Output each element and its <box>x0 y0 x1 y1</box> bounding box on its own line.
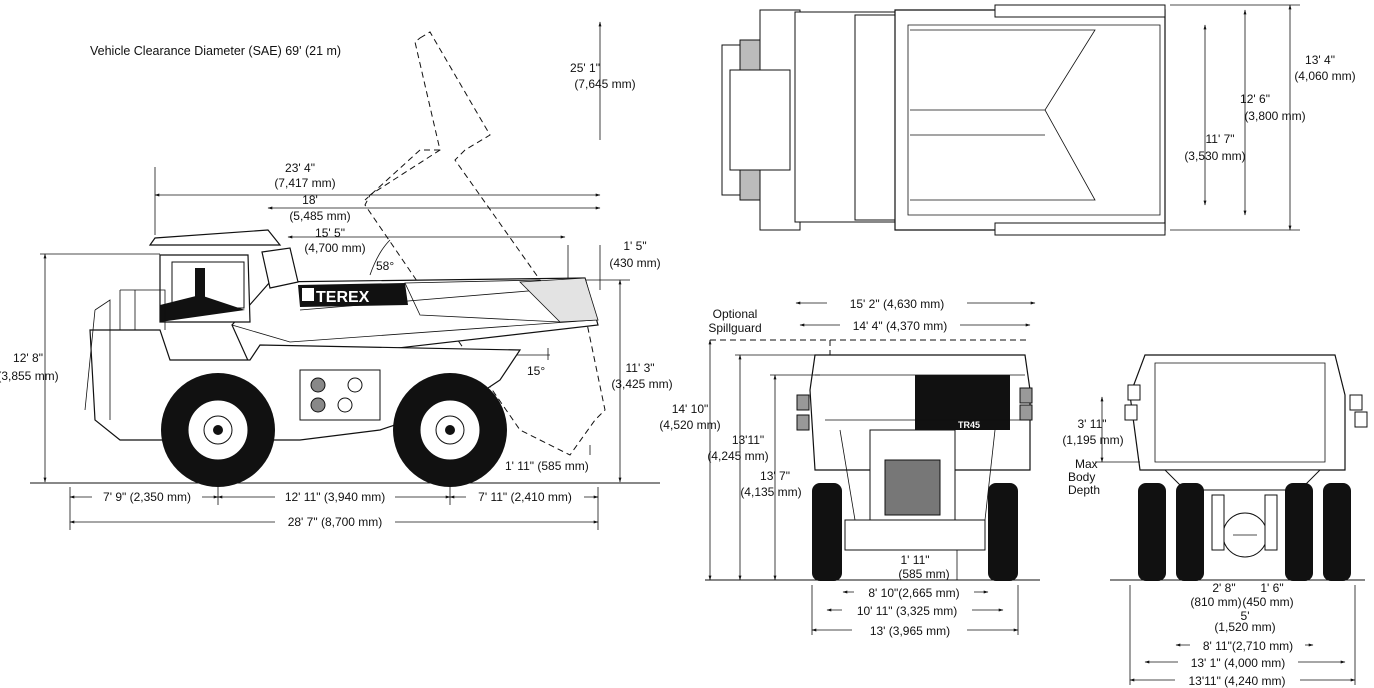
front-axle-width-dim: 10' 11" (3,325 mm) <box>857 604 957 618</box>
overall-length-body-mm: (7,417 mm) <box>274 176 335 190</box>
rear-5ft-ft: 5' <box>1241 609 1250 623</box>
rear-5ft-mm: (1,520 mm) <box>1214 620 1275 634</box>
front-height-spillguard-mm: (4,520 mm) <box>659 418 720 432</box>
overall-height-mm: (3,855 mm) <box>0 369 59 383</box>
top-body-width-mm: (3,800 mm) <box>1244 109 1305 123</box>
body-length-ft: 18' <box>302 193 318 207</box>
front-tire-width-dim: 13' (3,965 mm) <box>870 624 950 638</box>
top-inside-width-ft: 11' 7" <box>1205 132 1234 146</box>
rear-overhang-dim: 7' 11" (2,410 mm) <box>478 490 572 504</box>
rear-width-dim: 13' 1" (4,000 mm) <box>1191 656 1286 670</box>
rear-clearance-ft: 1' 6" <box>1260 581 1283 595</box>
spillguard-line1: Optional <box>713 307 758 321</box>
front-width-top: 15' 2" (4,630 mm) <box>850 297 945 311</box>
loading-height-ft: 11' 3" <box>625 361 654 375</box>
rear-view: 3' 11" (1,195 mm) Max Body Depth 2' 8" (… <box>1062 354 1368 688</box>
top-body-width-ft: 12' 6" <box>1240 92 1270 106</box>
rear-clearance-mm: (450 mm) <box>1242 595 1293 609</box>
rear-body-depth-mm: (1,195 mm) <box>1062 433 1123 447</box>
front-height-cab-mm: (4,135 mm) <box>740 485 801 499</box>
body-floor-ft: 15' 5" <box>315 226 345 240</box>
tail-overhang-mm: (430 mm) <box>609 256 660 270</box>
side-view: Vehicle Clearance Diameter (SAE) 69' (21… <box>0 21 673 530</box>
canopy <box>148 229 282 246</box>
brand-text: TEREX <box>316 289 370 306</box>
front-width-second: 14' 4" (4,370 mm) <box>853 319 948 333</box>
top-overall-width-ft: 13' 4" <box>1305 53 1335 67</box>
front-height-cab-ft: 13' 7" <box>760 469 790 483</box>
terex-logo: TEREX <box>298 283 408 307</box>
body-floor-mm: (4,700 mm) <box>304 241 365 255</box>
top-overall-width-mm: (4,060 mm) <box>1294 69 1355 83</box>
rear-dual-gap-ft: 2' 8" <box>1212 581 1235 595</box>
top-view: 13' 4" (4,060 mm) 12' 6" (3,800 mm) 11' … <box>721 4 1356 236</box>
raised-height-ft: 25' 1" <box>570 61 600 75</box>
clearance-diameter-label: Vehicle Clearance Diameter (SAE) 69' (21… <box>90 44 341 58</box>
dump-angle-label: 58° <box>376 259 394 273</box>
tail-angle-label: 15° <box>527 364 545 378</box>
rear-body-depth-ft: 3' 11" <box>1077 417 1106 431</box>
spillguard-line2: Spillguard <box>708 321 761 335</box>
rear-wheel <box>393 373 507 487</box>
raised-body-outline <box>364 31 606 456</box>
body-length-mm: (5,485 mm) <box>289 209 350 223</box>
rear-tread-dim: 8' 11"(2,710 mm) <box>1203 639 1293 653</box>
model-badge: TR45 <box>958 420 980 430</box>
overall-height-ft: 12' 8" <box>13 351 43 365</box>
body-depth-label-3: Depth <box>1068 483 1100 497</box>
front-height-canopy-ft: 13'11" <box>732 433 764 447</box>
raised-ground-clearance: 1' 11" (585 mm) <box>505 459 589 473</box>
loading-height-mm: (3,425 mm) <box>611 377 672 391</box>
front-tread-dim: 8' 10"(2,665 mm) <box>868 586 959 600</box>
front-ground-clearance-mm: (585 mm) <box>898 567 949 581</box>
overall-length-body-ft: 23' 4" <box>285 161 315 175</box>
tail-overhang-ft: 1' 5" <box>623 239 646 253</box>
front-height-canopy-mm: (4,245 mm) <box>707 449 768 463</box>
raised-height-mm: (7,645 mm) <box>574 77 635 91</box>
front-wheel <box>161 373 275 487</box>
top-inside-width-mm: (3,530 mm) <box>1184 149 1245 163</box>
front-ground-clearance-ft: 1' 11" <box>900 553 929 567</box>
rear-dual-gap-mm: (810 mm) <box>1190 595 1241 609</box>
rear-body <box>1129 354 1346 471</box>
body-depth-label-2: Body <box>1068 470 1095 484</box>
rear-overall-dim: 13'11" (4,240 mm) <box>1188 674 1285 688</box>
wheelbase-dim: 12' 11" (3,940 mm) <box>285 490 385 504</box>
body-depth-label-1: Max <box>1075 457 1098 471</box>
top-body <box>894 9 1166 231</box>
overall-length-dim: 28' 7" (8,700 mm) <box>288 515 383 529</box>
front-height-spillguard-ft: 14' 10" <box>672 402 709 416</box>
front-view: Optional Spillguard 15' 2" (4,630 mm) 14… <box>659 296 1040 638</box>
front-overhang-dim: 7' 9" (2,350 mm) <box>103 490 191 504</box>
